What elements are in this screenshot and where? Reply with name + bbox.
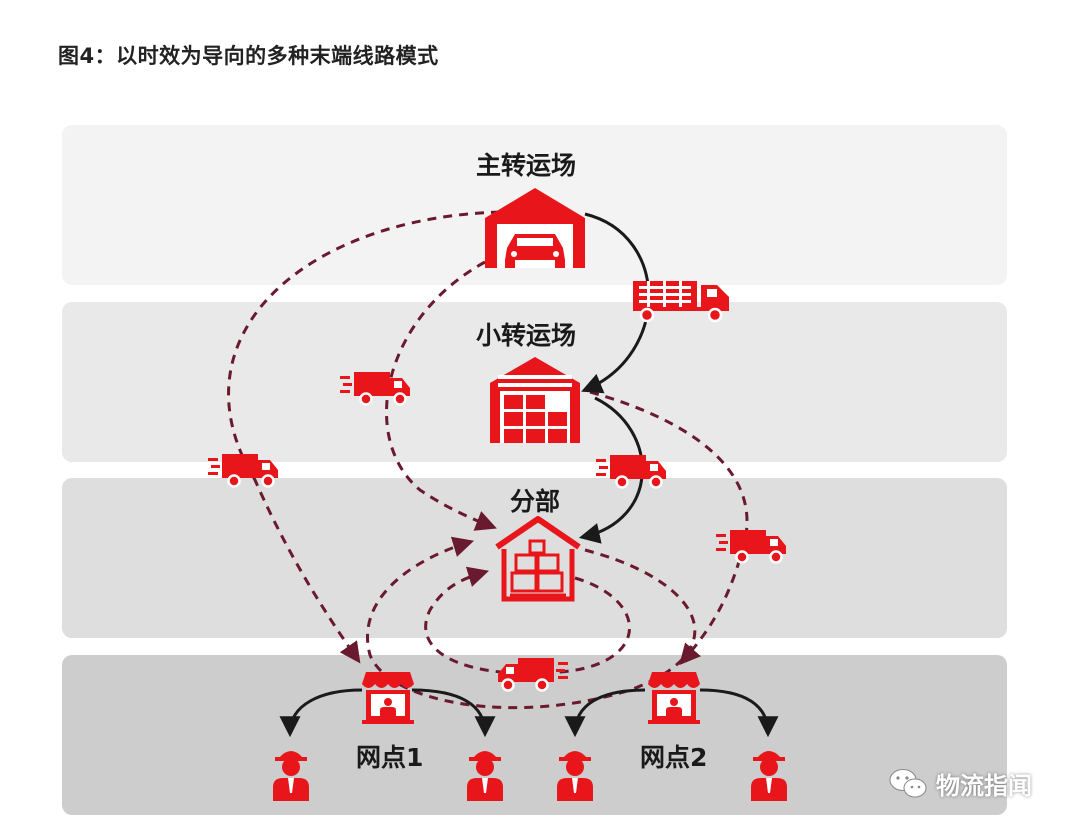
courier-icon <box>467 751 503 801</box>
main-hub-icon <box>485 188 585 268</box>
watermark: 物流指闻 <box>888 766 1032 801</box>
courier-icon <box>751 751 787 801</box>
truck-icon <box>594 453 668 489</box>
branch-icon <box>495 516 581 602</box>
wechat-icon <box>889 768 927 797</box>
big-truck-icon <box>631 279 731 323</box>
outlet-2-label: 网点2 <box>640 743 708 772</box>
outlet-1-label: 网点1 <box>356 743 424 772</box>
route-smallhub-to-outlet2 <box>589 390 749 666</box>
route-outlet1-right <box>411 688 496 738</box>
truck-icon <box>338 370 412 406</box>
small-hub-icon <box>490 357 580 443</box>
route-outlet2-right <box>699 688 779 738</box>
small-hub-label: 小转运场 <box>476 321 577 350</box>
route-branch-loop-outer <box>366 536 697 710</box>
main-hub-label: 主转运场 <box>476 151 577 180</box>
route-outlet2-left <box>564 688 646 738</box>
outlet-2-kiosk-icon <box>648 672 700 724</box>
watermark-text: 物流指闻 <box>936 772 1032 800</box>
route-hub-to-outlet1-outer <box>227 210 501 664</box>
truck-icon <box>496 656 570 692</box>
route-branch-loop-inner <box>424 566 631 675</box>
truck-icon <box>714 528 788 564</box>
route-outlet1-left <box>279 688 363 738</box>
outlet-1-kiosk-icon <box>362 672 414 724</box>
truck-icon <box>206 452 280 488</box>
route-hub-to-branch-inner <box>385 260 497 531</box>
branch-label: 分部 <box>510 487 561 516</box>
courier-icon <box>557 751 593 801</box>
courier-icon <box>273 751 309 801</box>
figure-title: 图4：以时效为导向的多种末端线路模式 <box>58 44 439 68</box>
